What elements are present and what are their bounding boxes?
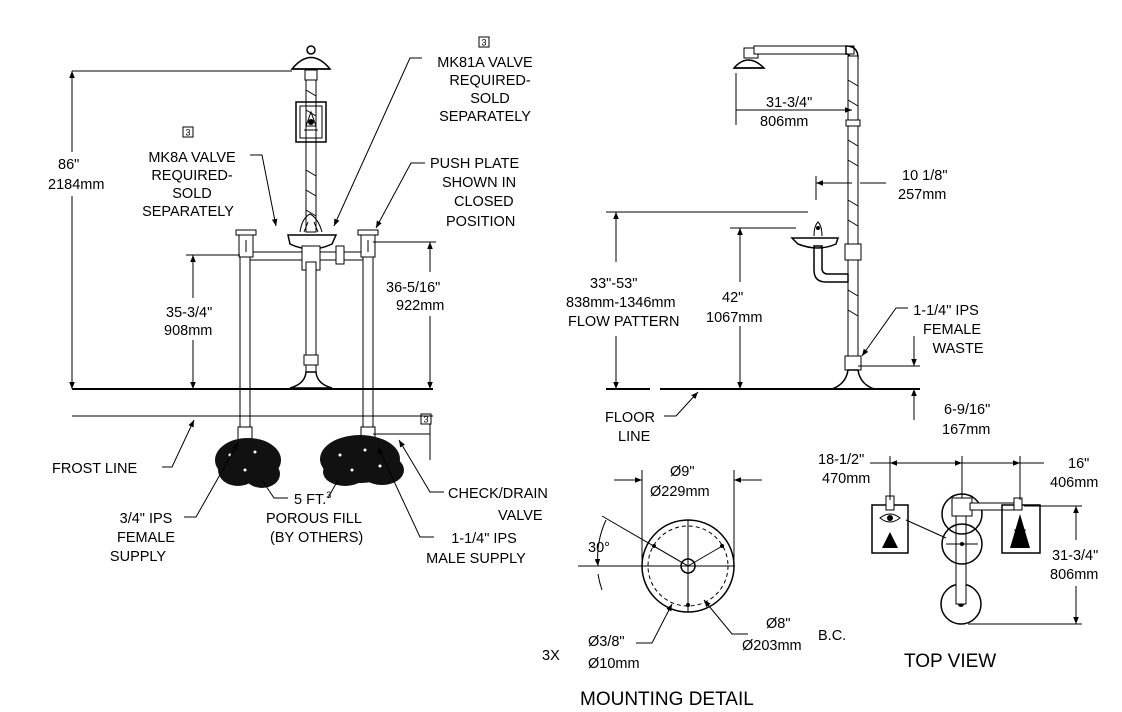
check-drain-line-1: CHECK/DRAIN (448, 486, 548, 502)
mk8a-line-3: SOLD (172, 186, 212, 202)
reach-label: 31-3/4" (766, 95, 812, 111)
bowl-height-mm-label: 1067mm (706, 310, 762, 326)
top-view-title: TOP VIEW (904, 651, 996, 672)
base-dia-mm-label: Ø229mm (650, 484, 710, 500)
bolt-circle-dia-mm-label: Ø203mm (742, 638, 802, 654)
side-foot-icon (831, 369, 875, 390)
waste-line-3: WASTE (932, 341, 983, 357)
side-shower-head-icon (732, 47, 766, 69)
shower-head-icon (290, 45, 332, 81)
push-plate-line-3: CLOSED (454, 194, 514, 210)
top-depth-mm-label: 806mm (1050, 567, 1098, 583)
top-left-width-mm-label: 470mm (822, 471, 870, 487)
left-valve-icon (235, 229, 257, 258)
bowl-height-label: 42" (722, 290, 743, 306)
floor-line-2: LINE (618, 429, 651, 445)
top-depth-label: 31-3/4" (1052, 548, 1098, 564)
mk81a-note-box (478, 36, 490, 48)
offset-label: 10 1/8" (902, 168, 947, 184)
right-height-label: 36-5/16" (386, 280, 440, 296)
left-height-mm-label: 908mm (164, 323, 212, 339)
hole-qty-label: 3X (542, 648, 560, 664)
bolt-hole-1 (652, 544, 656, 548)
left-height-label: 35-3/4" (166, 305, 212, 321)
bolt-circle-dia-label: Ø8" (766, 616, 791, 632)
mk8a-note-box (182, 126, 194, 138)
flow-range-mm-label: 838mm-1346mm (566, 295, 676, 311)
mk8a-line-4: SEPARATELY (142, 204, 234, 220)
side-bowl-icon (790, 221, 840, 249)
angle-label: 30° (588, 540, 610, 556)
side-top-arm (753, 45, 855, 55)
reach-mm-label: 806mm (760, 114, 808, 130)
front-vertical-pipe (305, 79, 317, 233)
fill-line-2: POROUS FILL (266, 511, 362, 527)
mk81a-line-4: SEPARATELY (439, 109, 531, 125)
mk81a-line-1: MK81A VALVE (437, 55, 533, 71)
mk81a-note-number: 3 (481, 38, 486, 48)
male-supply-line-1: 1-1/4" IPS (451, 531, 517, 547)
female-supply-line-2: FEMALE (117, 530, 175, 546)
offset-mm-label: 257mm (898, 187, 946, 203)
bolt-hole-3 (686, 603, 690, 607)
floor-line-1: FLOOR (605, 410, 655, 426)
height-86-label: 86" (58, 157, 79, 173)
base-height-mm-label: 167mm (942, 422, 990, 438)
mounting-detail-title: MOUNTING DETAIL (580, 689, 754, 710)
right-supply-leg (362, 256, 374, 428)
flow-range-label: 33"-53" (590, 276, 637, 292)
fill-line-3: (BY OTHERS) (270, 530, 363, 546)
right-valve-icon (357, 229, 379, 258)
waste-line-1: 1-1/4" IPS (913, 303, 979, 319)
mk8a-line-1: MK8A VALVE (148, 150, 236, 166)
mk81a-line-2: REQUIRED- (449, 73, 531, 89)
mk81a-line-3: SOLD (470, 91, 510, 107)
right-height-mm-label: 922mm (396, 298, 444, 314)
top-left-valve-box-icon (871, 495, 909, 554)
pedestal-foot-icon (289, 371, 333, 389)
push-plate-line-2: SHOWN IN (442, 175, 516, 191)
top-left-width-label: 18-1/2" (818, 452, 864, 468)
top-right-valve-box-icon (1001, 497, 1041, 554)
mk8a-line-2: REQUIRED- (151, 168, 233, 184)
bolt-circle-label: B.C. (818, 628, 846, 644)
side-trap-icon (813, 245, 849, 283)
flow-pattern-label: FLOW PATTERN (568, 314, 679, 330)
check-drain-line-2: VALVE (498, 508, 543, 524)
base-dia-label: Ø9" (670, 464, 695, 480)
top-bowl-icon (941, 523, 983, 565)
hole-dia-label: Ø3/8" (588, 634, 625, 650)
front-elevation: 86" 2184mm 35-3/4" 908mm 36-5/16" 922mm … (48, 36, 548, 567)
top-right-width-mm-label: 406mm (1050, 475, 1098, 491)
female-supply-line-1: 3/4" IPS (120, 511, 173, 527)
left-supply-leg (239, 256, 251, 428)
top-view: 18-1/2" 470mm 16" 406mm 31-3/4" 806mm TO… (818, 452, 1098, 672)
mk8a-note-number: 3 (185, 128, 190, 138)
base-height-label: 6-9/16" (944, 402, 990, 418)
shower-valve-box-icon (295, 101, 327, 143)
hole-dia-mm-label: Ø10mm (588, 656, 640, 672)
height-86-mm-label: 2184mm (48, 177, 104, 193)
male-supply-line-2: MALE SUPPLY (426, 551, 526, 567)
mounting-detail: Ø9" Ø229mm 30° Ø8" Ø203mm B.C. 3X Ø3/8" … (542, 464, 846, 710)
female-supply-line-3: SUPPLY (110, 549, 166, 565)
push-plate-line-1: PUSH PLATE (430, 156, 520, 172)
check-note-box (420, 413, 432, 425)
frost-line-label: FROST LINE (52, 461, 137, 477)
waste-line-2: FEMALE (923, 322, 981, 338)
fill-volume-label: 5 FT.3 (294, 490, 331, 508)
top-right-width-label: 16" (1068, 456, 1089, 472)
bolt-hole-2 (720, 544, 724, 548)
side-elevation: 31-3/4" 806mm 10 1/8" 257mm 33"-53" 838m… (566, 45, 990, 445)
check-note-number: 3 (423, 415, 428, 425)
porous-fill-right-icon (320, 435, 404, 486)
porous-fill-left-icon (215, 438, 281, 488)
push-plate-line-4: POSITION (446, 214, 515, 230)
